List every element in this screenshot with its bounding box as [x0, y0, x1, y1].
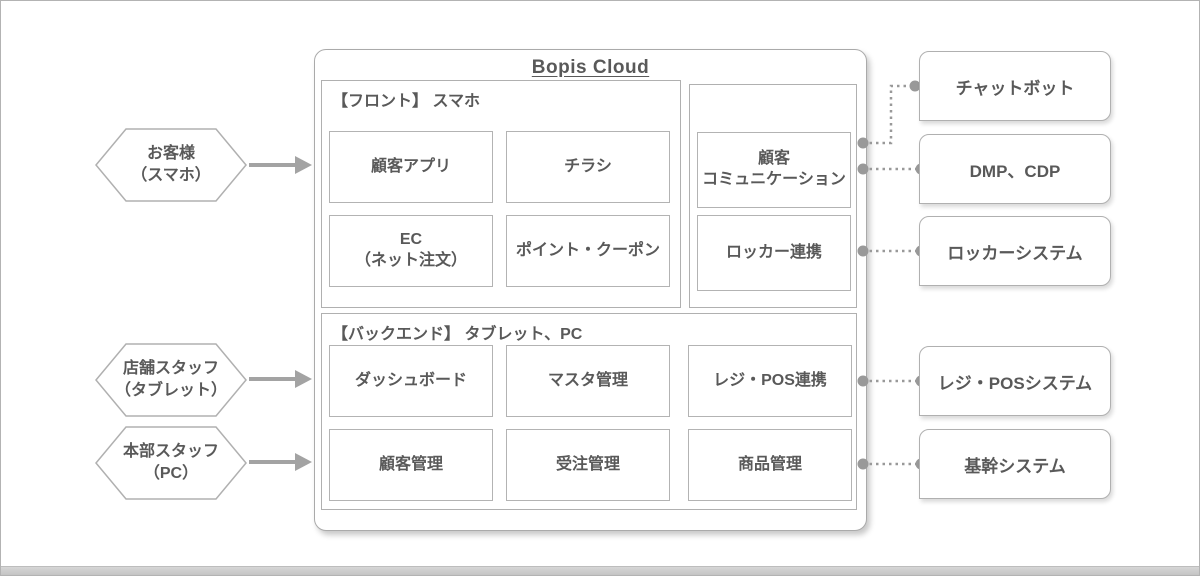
actor-hexagon-hq-staff: 本部スタッフ （PC）	[95, 426, 247, 500]
backend-section-label: 【バックエンド】 タブレット、PC	[332, 326, 583, 343]
box-flyer: チラシ	[506, 131, 670, 203]
hexagon-shape-icon	[95, 343, 247, 417]
arrow-right-icon	[249, 453, 312, 471]
box-product-mgmt: 商品管理	[688, 429, 852, 501]
arrow-right-icon	[249, 156, 312, 174]
actor-label: 店舗スタッフ （タブレット）	[114, 360, 227, 399]
front-section: 【フロント】 スマホ 顧客アプリ チラシ EC （ネット注文） ポイント・クーポ…	[321, 80, 681, 308]
actor-hexagon-customer: お客様 （スマホ）	[95, 128, 247, 202]
communication-section: 顧客 コミュニケーション ロッカー連携	[689, 84, 857, 308]
box-point-coupon: ポイント・クーポン	[506, 215, 670, 287]
arrow-right-icon	[249, 370, 312, 388]
external-core-system: 基幹システム	[919, 429, 1111, 499]
box-dashboard: ダッシュボード	[329, 345, 493, 417]
hexagon-shape-icon	[95, 128, 247, 202]
bottom-bar	[1, 566, 1199, 575]
box-order-mgmt: 受注管理	[506, 429, 670, 501]
front-section-label: 【フロント】 スマホ	[332, 93, 480, 110]
backend-section: 【バックエンド】 タブレット、PC ダッシュボード マスタ管理 レジ・POS連携…	[321, 313, 857, 510]
external-chatbot: チャットボット	[919, 51, 1111, 121]
box-locker-link: ロッカー連携	[697, 215, 851, 291]
box-customer-communication: 顧客 コミュニケーション	[697, 132, 851, 208]
external-pos-system: レジ・POSシステム	[919, 346, 1111, 416]
box-customer-app: 顧客アプリ	[329, 131, 493, 203]
box-master-mgmt: マスタ管理	[506, 345, 670, 417]
external-locker-system: ロッカーシステム	[919, 216, 1111, 286]
actor-hexagon-store-staff: 店舗スタッフ （タブレット）	[95, 343, 247, 417]
cloud-title: Bopis Cloud	[531, 57, 650, 78]
bopis-cloud-container: Bopis Cloud 【フロント】 スマホ 顧客アプリ チラシ EC （ネット…	[314, 49, 867, 531]
actor-label: お客様 （スマホ）	[131, 145, 211, 184]
box-pos-link: レジ・POS連携	[688, 345, 852, 417]
external-dmp-cdp: DMP、CDP	[919, 134, 1111, 204]
actor-label: 本部スタッフ （PC）	[122, 443, 219, 482]
box-ec-order: EC （ネット注文）	[329, 215, 493, 287]
hexagon-shape-icon	[95, 426, 247, 500]
box-customer-mgmt: 顧客管理	[329, 429, 493, 501]
